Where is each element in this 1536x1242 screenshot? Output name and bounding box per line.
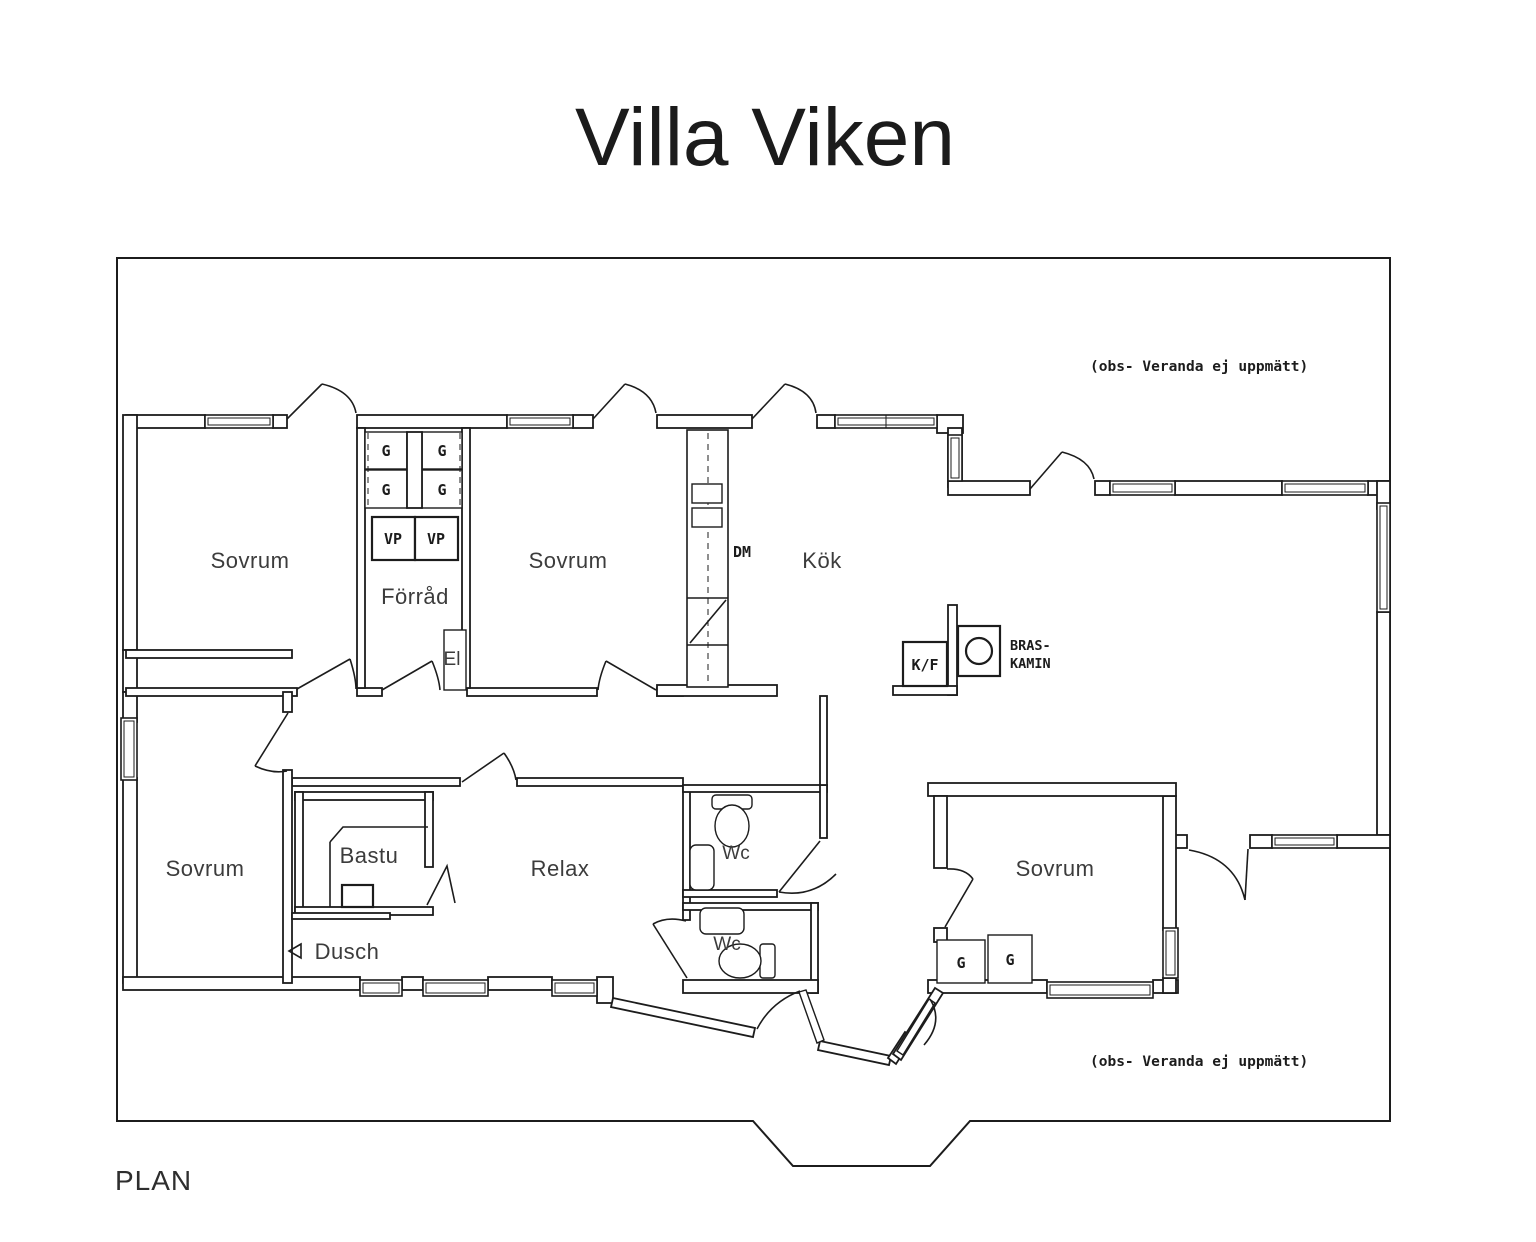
- room-label-el: El: [444, 649, 461, 670]
- tag-wood-stove: KAMIN: [1010, 656, 1051, 672]
- window: [1271, 834, 1338, 849]
- windows: [120, 414, 1391, 999]
- tag-wardrobe: G: [437, 481, 446, 499]
- plan-label: PLAN: [115, 1165, 192, 1196]
- kitchen-fixtures: [686, 429, 1002, 688]
- door-relax: [461, 752, 517, 783]
- veranda-door: [592, 383, 657, 420]
- sink-icon: [689, 844, 715, 891]
- window: [1376, 502, 1391, 613]
- tag-wardrobe: G: [956, 954, 965, 972]
- window: [422, 979, 489, 997]
- door-sovrum-sw: [254, 712, 289, 773]
- room-label-bastu: Bastu: [340, 843, 399, 868]
- tag-heat-pump: VP: [384, 530, 402, 548]
- veranda-door: [286, 383, 357, 420]
- page-title: Villa Viken: [575, 92, 955, 183]
- tag-wardrobe: G: [381, 442, 390, 460]
- toilet-icon: [711, 794, 753, 848]
- veranda-door: [1029, 451, 1095, 490]
- window: [551, 979, 598, 997]
- window: [947, 434, 963, 482]
- stove-icon: [689, 599, 727, 644]
- room-label-dusch: Dusch: [315, 939, 380, 964]
- doors: [254, 383, 1249, 1056]
- tag-heat-pump: VP: [427, 530, 445, 548]
- sauna-interior: [329, 826, 428, 909]
- sink: [691, 483, 723, 504]
- door-wc1: [778, 840, 837, 894]
- room-label-sovrum-nw: Sovrum: [211, 548, 290, 573]
- door-sovrum-n: [597, 660, 657, 691]
- labels: Villa Viken PLAN (obs- Veranda ej uppmät…: [115, 92, 1308, 1196]
- door-forrad: [381, 660, 441, 691]
- window: [1109, 480, 1176, 496]
- veranda-door: [1188, 848, 1249, 901]
- veranda-door: [751, 383, 817, 420]
- room-label-wc1: Wc: [722, 843, 749, 864]
- window: [1281, 480, 1369, 496]
- room-label-wc2: Wc: [713, 934, 740, 955]
- bath-fixtures: [287, 794, 776, 979]
- door-wc2: [652, 918, 688, 979]
- tag-fridge-freezer: K/F: [911, 656, 938, 674]
- veranda-note-bottom: (obs- Veranda ej uppmätt): [1090, 1054, 1308, 1070]
- entry-door: [756, 989, 825, 1044]
- tag-wardrobe: G: [437, 442, 446, 460]
- tag-wardrobe: G: [381, 481, 390, 499]
- tag-wardrobe: G: [1005, 951, 1014, 969]
- tag-dishwasher: DM: [733, 543, 751, 561]
- veranda-note-top: (obs- Veranda ej uppmätt): [1090, 359, 1308, 375]
- door-sovrum-nw: [296, 658, 357, 690]
- tag-wood-stove: BRAS-: [1010, 638, 1051, 654]
- closets: [364, 431, 1033, 984]
- fridge-freezer: [901, 640, 949, 688]
- window: [1046, 981, 1154, 999]
- sauna-heater: [340, 883, 375, 909]
- window: [506, 414, 574, 429]
- toilet-icon: [718, 943, 776, 979]
- window: [204, 414, 274, 429]
- entry-door: [896, 998, 937, 1056]
- shower-icon: [287, 942, 302, 960]
- room-label-sovrum-n: Sovrum: [529, 548, 608, 573]
- room-label-sovrum-se: Sovrum: [1016, 856, 1095, 881]
- sink: [691, 507, 723, 528]
- window: [359, 979, 403, 997]
- kitchen-counter: [686, 429, 729, 688]
- room-label-forrad: Förråd: [381, 584, 449, 609]
- door-sovrum-se: [944, 868, 974, 928]
- window: [1162, 927, 1179, 979]
- room-label-relax: Relax: [531, 856, 590, 881]
- room-label-kok: Kök: [802, 548, 842, 573]
- interior-walls: [125, 427, 1177, 994]
- wood-stove: [956, 624, 1002, 678]
- window: [834, 414, 938, 429]
- room-label-sovrum-sw: Sovrum: [166, 856, 245, 881]
- door-bastu: [426, 863, 456, 906]
- window: [120, 717, 138, 781]
- sink-icon: [699, 907, 745, 935]
